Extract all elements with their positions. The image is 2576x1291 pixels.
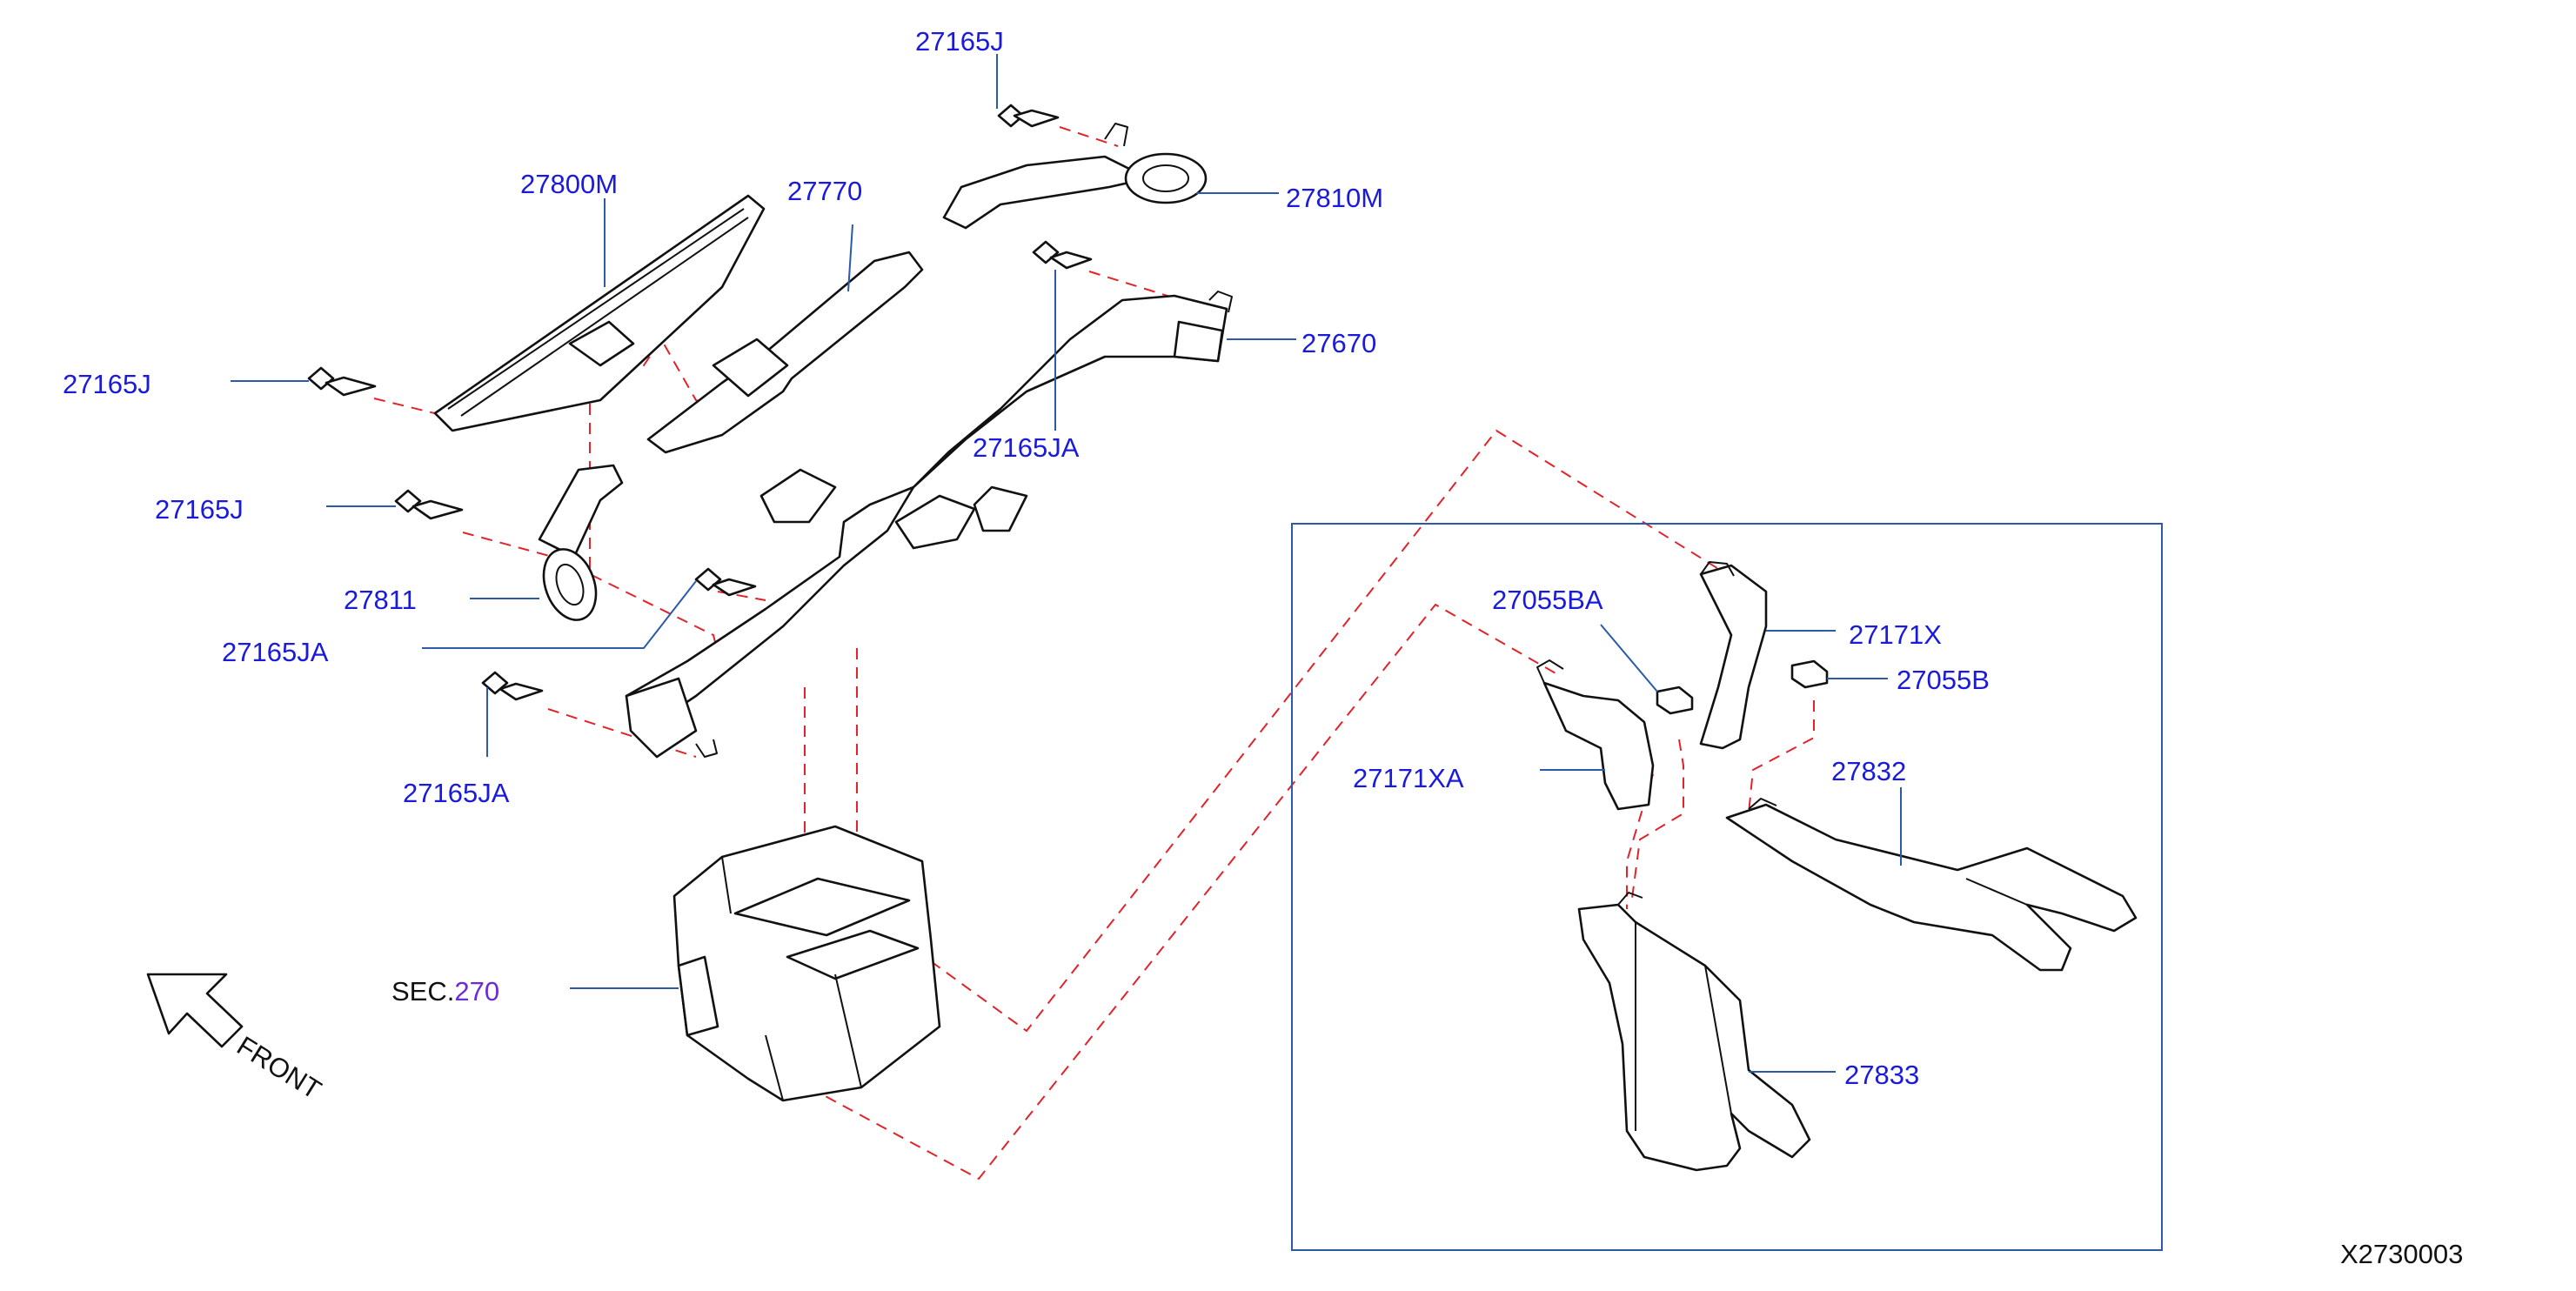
screw-icon xyxy=(1032,240,1093,270)
duct-27770 xyxy=(646,251,924,454)
label-27165ja-left: 27165JA xyxy=(222,637,329,667)
label-27670: 27670 xyxy=(1301,328,1376,358)
front-arrow-icon xyxy=(146,973,244,1048)
label-27770: 27770 xyxy=(787,176,862,206)
leader-lines xyxy=(231,54,1902,1073)
label-27832: 27832 xyxy=(1831,756,1906,786)
duct-27810m xyxy=(942,123,1208,230)
label-27055b: 27055B xyxy=(1897,665,1990,695)
inset-frame xyxy=(1291,523,2163,1251)
duct-27171x xyxy=(1699,561,1768,750)
section-prefix: SEC. xyxy=(391,976,454,1007)
section-number: 270 xyxy=(454,976,499,1007)
part-drawings xyxy=(307,104,2138,1172)
rear-duct-27832 xyxy=(1725,798,2138,972)
label-27165j-left2: 27165J xyxy=(155,494,244,525)
label-27810m: 27810M xyxy=(1286,183,1383,213)
label-27171xa: 27171XA xyxy=(1353,763,1464,793)
diagram-id: X2730003 xyxy=(2340,1239,2463,1269)
screw-icon xyxy=(394,489,464,520)
vent-grille-27800m xyxy=(433,194,766,432)
screw-icon xyxy=(997,104,1060,128)
screw-icon xyxy=(481,671,544,701)
label-27811: 27811 xyxy=(344,585,417,615)
part-labels: 27165J 27800M 27770 27810M 27670 27165J … xyxy=(63,26,1990,1090)
rear-duct-27833 xyxy=(1577,892,1811,1172)
section-reference: SEC.270 xyxy=(391,976,499,1007)
label-27833: 27833 xyxy=(1844,1060,1919,1090)
screw-icon xyxy=(307,366,377,397)
clip-27055b xyxy=(1790,659,1829,689)
label-27055ba: 27055BA xyxy=(1492,585,1603,615)
assembly-lines xyxy=(373,126,1815,1181)
label-27165j-top: 27165J xyxy=(915,26,1004,57)
label-27165ja-mid: 27165JA xyxy=(973,432,1080,463)
label-27165ja-bottom: 27165JA xyxy=(403,778,510,808)
label-27171x: 27171X xyxy=(1849,619,1942,650)
screw-icon xyxy=(694,567,757,597)
label-27165j-left: 27165J xyxy=(63,369,151,399)
main-duct-27670 xyxy=(625,291,1233,759)
heater-unit xyxy=(672,825,941,1102)
front-label: FRONT xyxy=(231,1030,326,1105)
duct-27811 xyxy=(538,464,624,621)
label-27800m: 27800M xyxy=(520,169,618,199)
duct-27171xa xyxy=(1536,659,1655,811)
clip-27055ba xyxy=(1656,686,1694,715)
